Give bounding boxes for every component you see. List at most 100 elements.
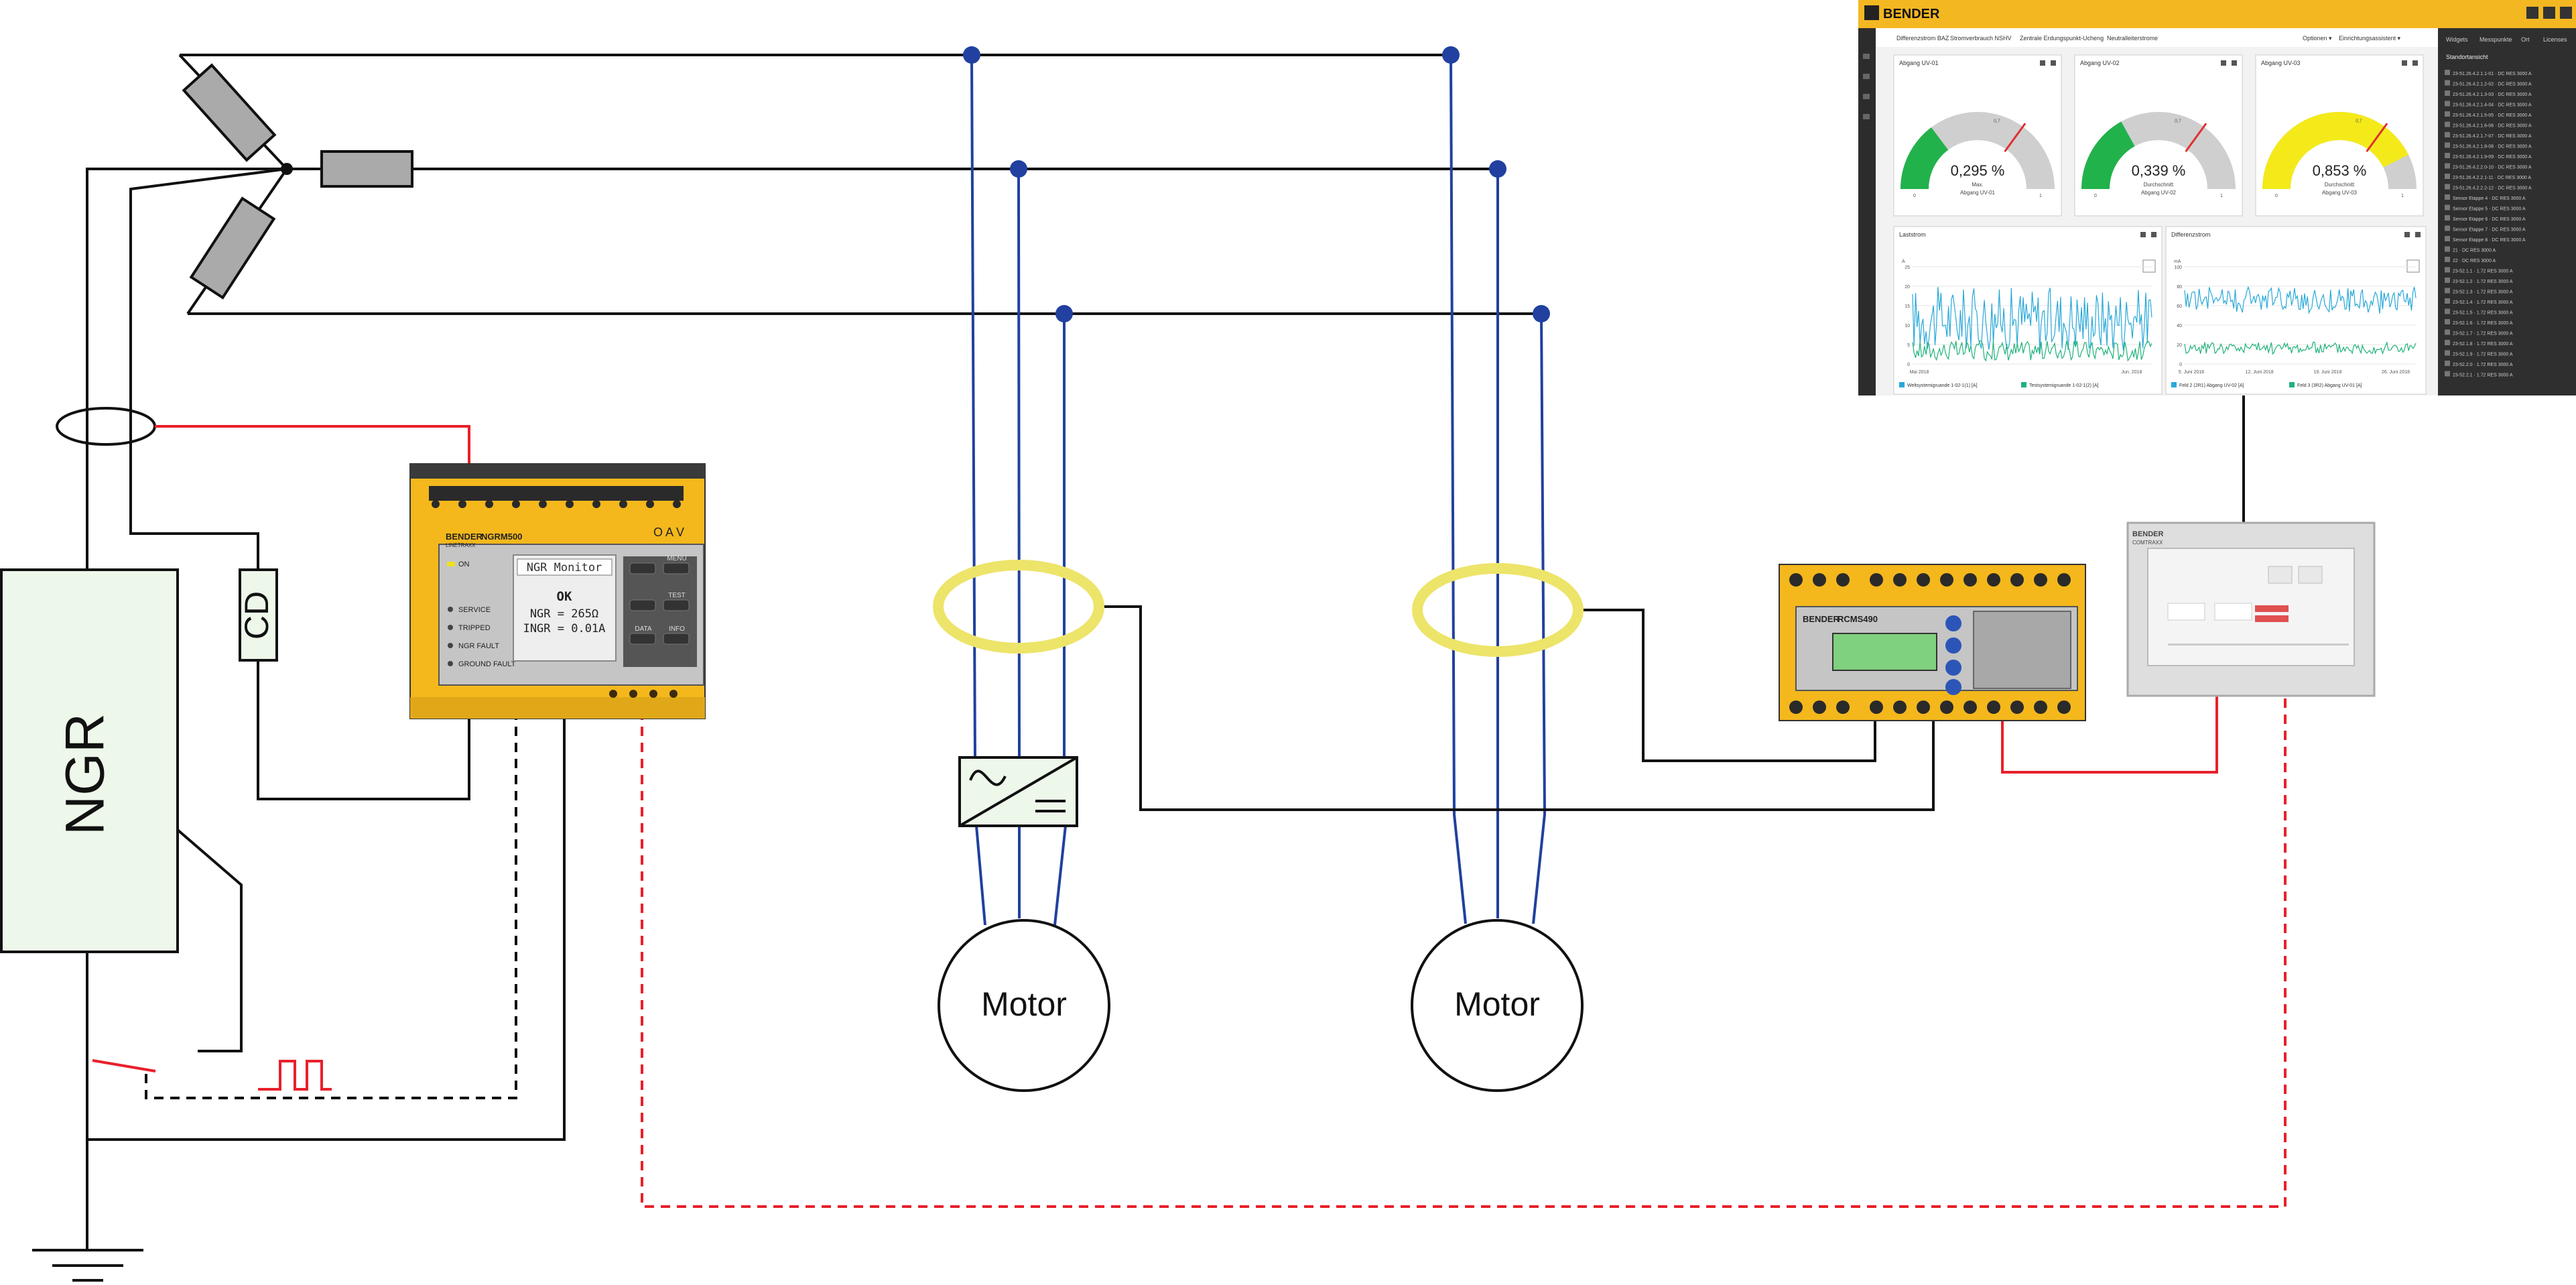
side-list-item[interactable]: Sensor Etappe 6 · DC RES 3000 A [2453, 217, 2526, 222]
side-item-checkbox[interactable] [2445, 163, 2450, 169]
side-item-checkbox[interactable] [2445, 80, 2450, 86]
side-list-item[interactable]: 23-52.1.8 · 1.72 RES 3000 A [2453, 342, 2513, 347]
dash-side-tab-1[interactable]: Messpunkte [2480, 36, 2512, 43]
side-list-item[interactable]: 23-52.1.1 · 1.72 RES 3000 A [2453, 269, 2513, 274]
side-list-item[interactable]: 23-51.26.4.2.1.9-09 · DC RES 3000 A [2453, 155, 2532, 160]
side-item-checkbox[interactable] [2445, 215, 2450, 221]
side-item-checkbox[interactable] [2445, 194, 2450, 200]
side-list-item[interactable]: 23-52.1.4 · 1.72 RES 3000 A [2453, 300, 2513, 305]
dash-side-tab-2[interactable]: Ort [2521, 36, 2530, 43]
side-list-item[interactable]: 23-51.26.4.2.2.1-11 · DC RES 3000 A [2453, 176, 2531, 180]
close-icon[interactable] [2232, 60, 2237, 66]
settings-icon[interactable] [2404, 232, 2410, 237]
gauge-marker [2004, 123, 2026, 153]
ngr-label: NGR [55, 713, 116, 835]
side-list-item[interactable]: 23-51.26.4.2.1.3-03 · DC RES 3000 A [2453, 93, 2532, 97]
side-list-item[interactable]: 23-52.1.6 · 1.72 RES 3000 A [2453, 321, 2513, 326]
dash-side-tab-0[interactable]: Widgets [2446, 36, 2468, 43]
side-item-checkbox[interactable] [2445, 340, 2450, 345]
comtraxx-touch-panel: BENDER COMTRAXX [2126, 522, 2376, 697]
gauge-title: Abgang UV-01 [1899, 60, 1939, 66]
side-list-item[interactable]: 23-51.26.4.2.2.2-12 · DC RES 3000 A [2453, 186, 2532, 191]
side-list-item[interactable]: 23-52.2.1 · 1.72 RES 3000 A [2453, 373, 2513, 378]
settings-icon[interactable] [2221, 60, 2226, 66]
ct-signal-wires [1102, 395, 2245, 811]
dash-menu-options[interactable]: Optionen ▾ [2303, 35, 2332, 42]
y-tick: 20 [2177, 343, 2182, 348]
edit-icon[interactable] [2142, 259, 2156, 273]
dash-nav-3[interactable]: Neutralleiterstrome [2107, 35, 2158, 42]
ngrm-btn-info: INFO [669, 625, 685, 633]
side-list-item[interactable]: 23-51.26.4.2.1.1-01 · DC RES 3000 A [2453, 72, 2532, 76]
side-item-checkbox[interactable] [2445, 132, 2450, 137]
close-icon[interactable] [2412, 60, 2418, 66]
side-item-checkbox[interactable] [2445, 174, 2450, 179]
side-item-checkbox[interactable] [2445, 361, 2450, 366]
side-item-checkbox[interactable] [2445, 142, 2450, 148]
side-item-checkbox[interactable] [2445, 329, 2450, 335]
settings-icon[interactable] [2140, 232, 2146, 237]
settings-icon[interactable] [2040, 60, 2045, 66]
side-list-item[interactable]: Sensor Etappe 8 · DC RES 3000 A [2453, 238, 2526, 243]
side-list-item[interactable]: Sensor Etappe 5 · DC RES 3000 A [2453, 207, 2526, 212]
side-list-item[interactable]: 23-51.26.4.2.1.8-08 · DC RES 3000 A [2453, 145, 2532, 149]
series-line-blue [2184, 286, 2417, 314]
y-tick: 10 [1905, 324, 1910, 328]
side-item-checkbox[interactable] [2445, 319, 2450, 324]
side-item-checkbox[interactable] [2445, 298, 2450, 304]
side-list-item[interactable]: 23-51.26.4.2.1.6-06 · DC RES 3000 A [2453, 124, 2532, 129]
side-list-item[interactable]: 23-52.1.9 · 1.72 RES 3000 A [2453, 353, 2513, 357]
side-list-item[interactable]: 23-51.26.4.2.2.0-10 · DC RES 3000 A [2453, 166, 2532, 170]
side-list-item[interactable]: 23-51.26.4.2.1.2-02 · DC RES 3000 A [2453, 82, 2532, 87]
side-item-checkbox[interactable] [2445, 308, 2450, 314]
rcms-to-panel-red-wire [2001, 690, 2218, 774]
side-list-item[interactable]: 23-52.1.5 · 1.72 RES 3000 A [2453, 311, 2513, 316]
side-list-item[interactable]: 23-52.2.0 · 1.72 RES 3000 A [2453, 363, 2513, 367]
side-item-checkbox[interactable] [2445, 111, 2450, 117]
motor-2-label: Motor [1454, 985, 1540, 1023]
side-item-checkbox[interactable] [2445, 350, 2450, 356]
side-item-checkbox[interactable] [2445, 236, 2450, 241]
side-list-item[interactable]: 23-52.1.3 · 1.72 RES 3000 A [2453, 290, 2513, 295]
side-item-checkbox[interactable] [2445, 90, 2450, 96]
side-list-item[interactable]: Sensor Etappe 7 · DC RES 3000 A [2453, 228, 2526, 233]
settings-icon[interactable] [2402, 60, 2407, 66]
side-list-item[interactable]: 21 · DC RES 3000 A [2453, 249, 2496, 253]
dash-side-list: 23-51.26.4.2.1.1-01 · DC RES 3000 A 23-51… [2445, 70, 2532, 378]
close-icon[interactable] [2051, 60, 2056, 66]
dash-nav-0[interactable]: Differenzstrom BAZ [1896, 35, 1949, 42]
side-item-checkbox[interactable] [2445, 101, 2450, 107]
side-item-checkbox[interactable] [2445, 153, 2450, 158]
side-list-item[interactable]: 23-52.1.2 · 1.72 RES 3000 A [2453, 280, 2513, 284]
side-item-checkbox[interactable] [2445, 257, 2450, 262]
close-icon[interactable] [2151, 232, 2156, 237]
side-item-checkbox[interactable] [2445, 267, 2450, 273]
side-list-item[interactable]: 23-52.1.7 · 1.72 RES 3000 A [2453, 332, 2513, 336]
edit-icon[interactable] [2406, 259, 2420, 273]
gauge-scale-max: 1 [2039, 194, 2042, 198]
side-list-item[interactable]: 23-51.26.4.2.1.5-05 · DC RES 3000 A [2453, 113, 2532, 118]
ngrm-series: LINETRAXX [446, 542, 476, 548]
side-item-checkbox[interactable] [2445, 184, 2450, 190]
side-item-checkbox[interactable] [2445, 225, 2450, 231]
gauge-title: Abgang UV-03 [2261, 60, 2301, 66]
side-list-item[interactable]: 23-51.26.4.2.1.7-07 · DC RES 3000 A [2453, 134, 2532, 139]
side-item-checkbox[interactable] [2445, 70, 2450, 75]
dash-nav-1[interactable]: Stromverbrauch NSHV [1950, 35, 2012, 42]
dash-menu-wizard[interactable]: Einrichtungsassistent ▾ [2339, 35, 2401, 42]
side-item-checkbox[interactable] [2445, 278, 2450, 283]
side-list-item[interactable]: Sensor Etappe 4 · DC RES 3000 A [2453, 196, 2526, 201]
phase-junctions [963, 46, 1550, 322]
side-item-checkbox[interactable] [2445, 204, 2450, 210]
winding-bottom [189, 196, 276, 300]
dash-side-tab-3[interactable]: Licenses [2543, 36, 2567, 43]
side-item-checkbox[interactable] [2445, 371, 2450, 377]
side-item-checkbox[interactable] [2445, 121, 2450, 127]
side-item-checkbox[interactable] [2445, 288, 2450, 294]
side-list-item[interactable]: 22 · DC RES 3000 A [2453, 259, 2496, 263]
side-list-item[interactable]: 23-51.26.4.2.1.4-04 · DC RES 3000 A [2453, 103, 2532, 108]
gauge-scale-min: 0 [1913, 194, 1916, 198]
side-item-checkbox[interactable] [2445, 246, 2450, 252]
close-icon[interactable] [2415, 232, 2421, 237]
dash-nav-2[interactable]: Zentrale Erdungspunkt-Ucheng [2020, 35, 2104, 42]
